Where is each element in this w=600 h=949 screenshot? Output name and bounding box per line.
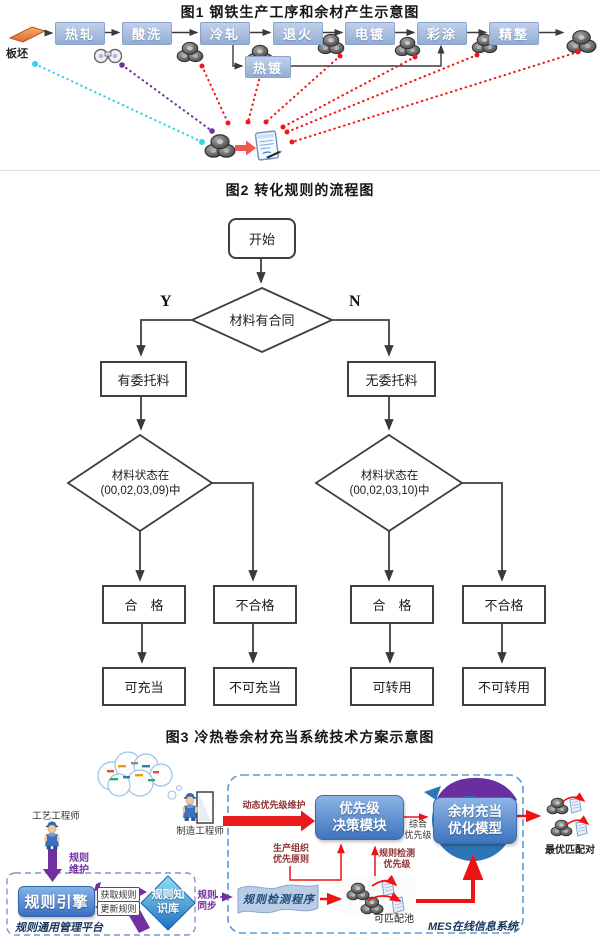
coil-icon <box>394 36 421 57</box>
coil-icon <box>204 134 236 158</box>
worker-icon <box>44 820 60 850</box>
red-arrow-icon <box>235 140 256 156</box>
coil-icon <box>566 30 597 53</box>
rule-maintain-arrow <box>43 849 62 882</box>
cloud-icon <box>97 751 182 800</box>
rule-check-program-banner <box>237 884 319 914</box>
match-pool-icons <box>342 874 416 916</box>
rule-platform-dashed-box <box>6 872 196 936</box>
dynamic-priority-arrow <box>223 810 315 832</box>
mes-dashed-box <box>227 774 524 934</box>
worker-icon <box>182 792 198 822</box>
document-icon <box>254 130 282 161</box>
fig3-graphics <box>6 751 590 936</box>
separator-line <box>0 170 600 171</box>
coil-icon <box>176 41 204 63</box>
fig1-graphics <box>0 26 600 171</box>
coil-icon <box>246 44 274 66</box>
rule-ribbon-icons <box>94 882 150 933</box>
coil-icon <box>317 33 345 55</box>
fig2-graphics <box>66 257 507 664</box>
swirl-icon <box>424 777 517 861</box>
fig1-flow-arrows <box>44 28 565 70</box>
rule-kb-diamond <box>140 875 196 931</box>
binoculars-icon <box>93 48 123 64</box>
slab-icon <box>8 26 47 43</box>
fig3-red-connectors <box>289 809 542 906</box>
whiteboard-shade <box>199 794 211 821</box>
best-match-icons <box>546 792 590 837</box>
coil-icon <box>471 33 498 54</box>
fig1-line-dots <box>32 49 581 145</box>
